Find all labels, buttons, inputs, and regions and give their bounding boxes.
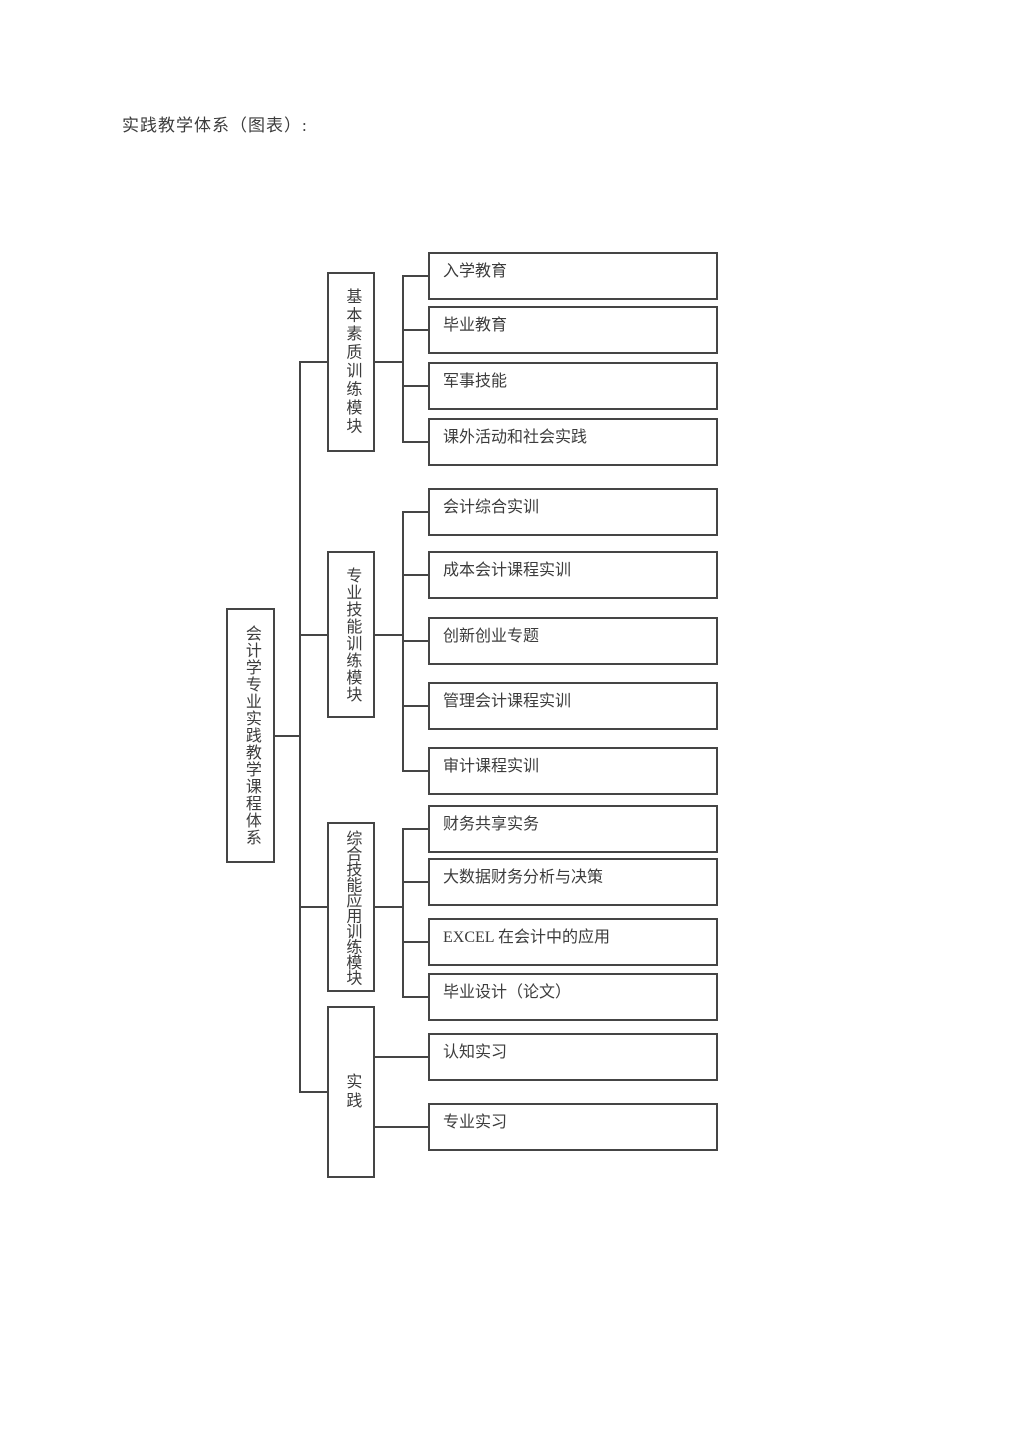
node-label: 实践 <box>343 1073 361 1111</box>
connector-line <box>402 828 404 998</box>
leaf-node: 专业实习 <box>428 1103 718 1151</box>
root-node: 会计学专业实践教学课程体系 <box>226 608 275 863</box>
module-node-4: 实践 <box>327 1006 375 1178</box>
node-label: 综合技能应用训练模块 <box>343 829 361 985</box>
connector-line <box>403 441 428 443</box>
node-label: 创新创业专题 <box>443 627 540 645</box>
connector-line <box>403 828 428 830</box>
leaf-node: 成本会计课程实训 <box>428 551 718 599</box>
connector-line <box>403 770 428 772</box>
node-label: 会计学专业实践教学课程体系 <box>242 625 260 846</box>
node-label: 毕业教育 <box>443 316 508 334</box>
connector-line <box>375 1126 428 1128</box>
leaf-node: 入学教育 <box>428 252 718 300</box>
connector-line <box>403 640 428 642</box>
leaf-node: 认知实习 <box>428 1033 718 1081</box>
leaf-node: 会计综合实训 <box>428 488 718 536</box>
node-label: 专业实习 <box>443 1113 508 1131</box>
connector-line <box>375 634 403 636</box>
module-node-3: 综合技能应用训练模块 <box>327 822 375 992</box>
leaf-node: EXCEL 在会计中的应用 <box>428 918 718 966</box>
connector-line <box>375 906 403 908</box>
node-label: 管理会计课程实训 <box>443 692 572 710</box>
connector-line <box>403 511 428 513</box>
leaf-node: 毕业设计（论文） <box>428 973 718 1021</box>
connector-line <box>375 361 403 363</box>
node-label: 军事技能 <box>443 372 508 390</box>
node-label: 课外活动和社会实践 <box>443 428 588 446</box>
node-label: 大数据财务分析与决策 <box>443 868 604 886</box>
connector-line <box>403 275 428 277</box>
connector-line <box>403 385 428 387</box>
connector-line <box>403 881 428 883</box>
connector-line <box>403 941 428 943</box>
connector-line <box>275 735 300 737</box>
node-label: 入学教育 <box>443 262 508 280</box>
connector-line <box>403 996 428 998</box>
node-label: EXCEL 在会计中的应用 <box>443 928 610 946</box>
node-label: 会计综合实训 <box>443 498 540 516</box>
page-title: 实践教学体系（图表）: <box>122 116 308 135</box>
connector-line <box>300 1091 327 1093</box>
connector-line <box>300 906 327 908</box>
connector-line <box>403 574 428 576</box>
connector-line <box>402 275 404 443</box>
connector-line <box>403 329 428 331</box>
leaf-node: 创新创业专题 <box>428 617 718 665</box>
node-label: 专业技能训练模块 <box>343 566 361 703</box>
connector-line <box>299 361 301 1093</box>
connector-line <box>300 634 327 636</box>
leaf-node: 毕业教育 <box>428 306 718 354</box>
leaf-node: 审计课程实训 <box>428 747 718 795</box>
connector-line <box>375 1056 428 1058</box>
module-node-1: 基本素质训练模块 <box>327 272 375 452</box>
node-label: 成本会计课程实训 <box>443 561 572 579</box>
node-label: 基本素质训练模块 <box>343 288 361 436</box>
node-label: 财务共享实务 <box>443 815 540 833</box>
connector-line <box>300 361 327 363</box>
module-node-2: 专业技能训练模块 <box>327 551 375 718</box>
leaf-node: 财务共享实务 <box>428 805 718 853</box>
leaf-node: 军事技能 <box>428 362 718 410</box>
node-label: 审计课程实训 <box>443 757 540 775</box>
leaf-node: 管理会计课程实训 <box>428 682 718 730</box>
node-label: 认知实习 <box>443 1043 508 1061</box>
leaf-node: 大数据财务分析与决策 <box>428 858 718 906</box>
node-label: 毕业设计（论文） <box>443 983 572 1001</box>
connector-line <box>403 705 428 707</box>
leaf-node: 课外活动和社会实践 <box>428 418 718 466</box>
